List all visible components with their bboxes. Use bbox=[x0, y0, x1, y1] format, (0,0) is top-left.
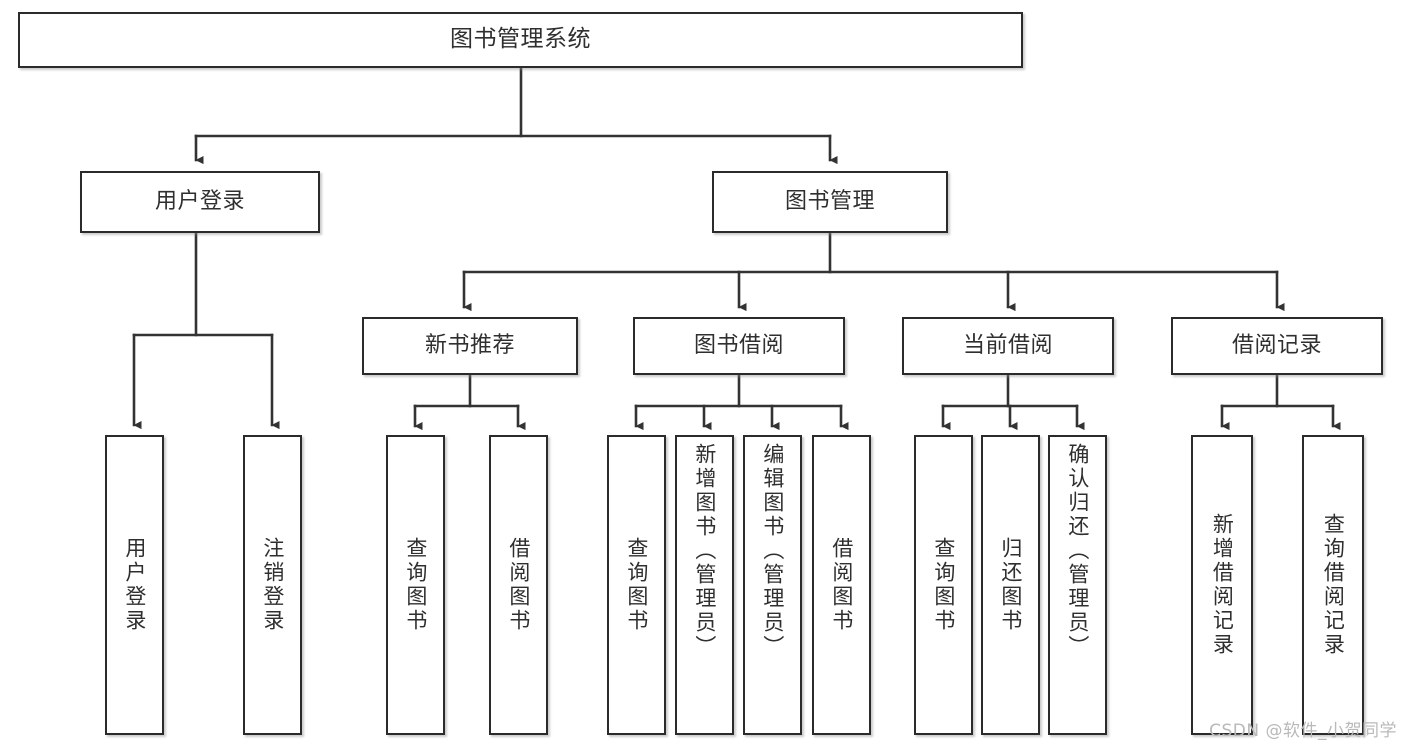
node-user-login-label: 用户登录 bbox=[154, 188, 245, 214]
leaf-borrow-record-1[interactable]: 新增借阅记录 bbox=[1191, 435, 1253, 735]
node-current-borrow-label: 当前借阅 bbox=[962, 332, 1053, 358]
leaf-book-borrow-3[interactable]: 编辑图书（管理员） bbox=[743, 435, 802, 735]
leaf-current-borrow-2-label: 归还图书 bbox=[998, 537, 1023, 633]
leaf-current-borrow-1[interactable]: 查询图书 bbox=[914, 435, 973, 735]
leaf-current-borrow-3-label: 确认归还（管理员） bbox=[1065, 443, 1090, 659]
leaf-book-borrow-4[interactable]: 借阅图书 bbox=[812, 435, 871, 735]
leaf-current-borrow-2[interactable]: 归还图书 bbox=[981, 435, 1040, 735]
node-current-borrow[interactable]: 当前借阅 bbox=[902, 317, 1114, 375]
leaf-book-borrow-1[interactable]: 查询图书 bbox=[607, 435, 666, 735]
leaf-user-login-2[interactable]: 注销登录 bbox=[243, 435, 302, 735]
node-new-book-recommend[interactable]: 新书推荐 bbox=[362, 317, 578, 375]
node-root-label: 图书管理系统 bbox=[450, 26, 591, 53]
leaf-current-borrow-1-label: 查询图书 bbox=[931, 537, 956, 633]
node-borrow-record[interactable]: 借阅记录 bbox=[1171, 317, 1383, 375]
leaf-book-borrow-2[interactable]: 新增图书（管理员） bbox=[675, 435, 734, 735]
leaf-book-borrow-3-label: 编辑图书（管理员） bbox=[760, 443, 785, 659]
leaf-borrow-record-1-label: 新增借阅记录 bbox=[1210, 513, 1235, 657]
leaf-book-borrow-4-label: 借阅图书 bbox=[829, 537, 854, 633]
leaf-new-book-2-label: 借阅图书 bbox=[506, 537, 531, 633]
leaf-book-borrow-2-label: 新增图书（管理员） bbox=[692, 443, 717, 659]
leaf-new-book-1-label: 查询图书 bbox=[403, 537, 428, 633]
leaf-current-borrow-3[interactable]: 确认归还（管理员） bbox=[1048, 435, 1107, 735]
node-user-login[interactable]: 用户登录 bbox=[80, 171, 320, 233]
leaf-borrow-record-2[interactable]: 查询借阅记录 bbox=[1302, 435, 1364, 735]
leaf-user-login-2-label: 注销登录 bbox=[260, 537, 285, 633]
node-book-borrow[interactable]: 图书借阅 bbox=[633, 317, 845, 375]
node-root[interactable]: 图书管理系统 bbox=[18, 12, 1023, 68]
node-book-manage[interactable]: 图书管理 bbox=[712, 171, 948, 233]
node-book-manage-label: 图书管理 bbox=[784, 188, 875, 214]
leaf-user-login-1[interactable]: 用户登录 bbox=[105, 435, 164, 735]
node-book-borrow-label: 图书借阅 bbox=[693, 332, 784, 358]
leaf-borrow-record-2-label: 查询借阅记录 bbox=[1321, 513, 1346, 657]
leaf-new-book-1[interactable]: 查询图书 bbox=[386, 435, 445, 735]
node-new-book-recommend-label: 新书推荐 bbox=[424, 332, 515, 358]
leaf-user-login-1-label: 用户登录 bbox=[122, 537, 147, 633]
node-borrow-record-label: 借阅记录 bbox=[1231, 332, 1322, 358]
leaf-new-book-2[interactable]: 借阅图书 bbox=[489, 435, 548, 735]
leaf-book-borrow-1-label: 查询图书 bbox=[624, 537, 649, 633]
